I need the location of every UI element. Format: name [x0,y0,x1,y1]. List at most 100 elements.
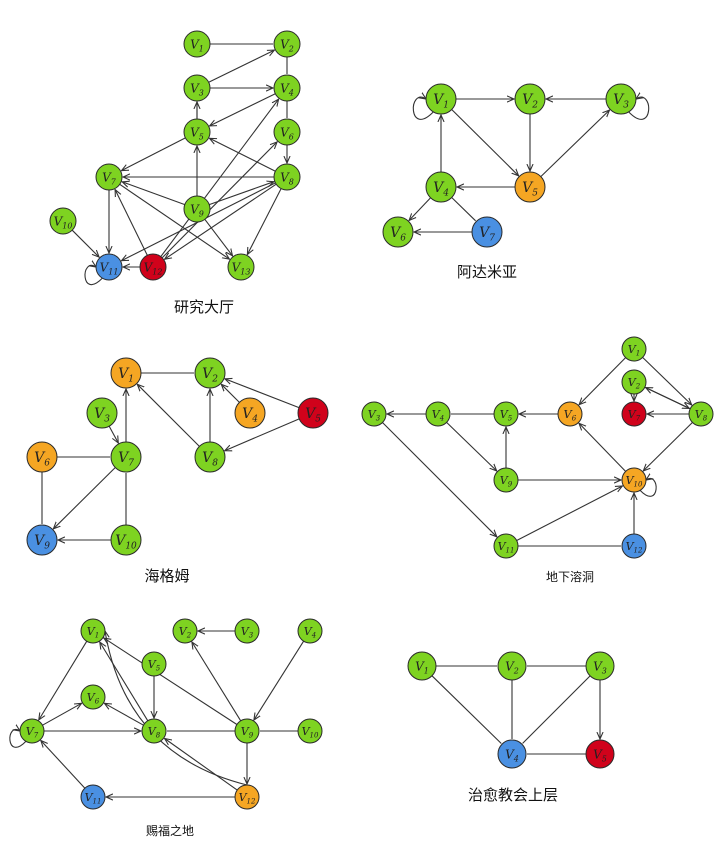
edge-g2-4-6 [409,197,431,221]
node-g4-9: V9 [493,467,519,493]
node-circle [425,83,457,115]
node-label: V7 [628,408,641,423]
node-circle [273,30,301,58]
node-g4-7: V7 [621,401,647,427]
node-label: V1 [433,92,449,111]
node-label: V4 [505,747,519,763]
node-g3-10: V10 [110,524,142,556]
node-g2-6: V6 [382,216,414,248]
node-g2-1: V1 [425,83,457,115]
node-circle [183,195,211,223]
node-g2-2: V2 [514,83,546,115]
node-circle [297,718,323,744]
node-circle [297,397,329,429]
node-label: V1 [87,625,99,640]
node-g6-1: V1 [407,651,437,681]
node-label: V10 [302,725,319,740]
node-circle [139,253,167,281]
node-circle [194,441,226,473]
node-label: V3 [190,81,204,97]
node-label: V12 [144,260,163,276]
self-loop-g5-7 [9,730,27,748]
edge-g5-1-7 [39,640,88,720]
node-circle [273,74,301,102]
edge-g3-5-8 [225,418,300,451]
node-label: V5 [500,408,513,423]
node-circle [605,83,637,115]
node-g5-5: V5 [141,651,167,677]
edge-g1-3-2 [208,50,275,83]
node-circle [382,216,414,248]
edge-g4-4-9 [446,422,497,471]
edge-g5-8-1 [100,642,149,722]
node-circle [493,401,519,427]
graph-title-g2: 阿达米亚 [457,263,517,281]
node-circle [110,441,142,473]
node-g2-5: V5 [514,171,546,203]
node-g3-5: V5 [297,397,329,429]
node-circle [514,171,546,203]
node-g5-8: V8 [141,718,167,744]
node-label: V8 [280,170,294,186]
edge-g5-9-1 [104,638,238,725]
node-label: V6 [390,225,406,244]
node-label: V9 [190,202,204,218]
node-label: V3 [593,659,607,675]
node-label: V9 [34,533,50,552]
node-label: V8 [148,725,161,740]
graph-g6 [431,665,600,755]
node-g3-4: V4 [234,397,266,429]
node-circle [110,357,142,389]
node-g6-3: V3 [585,651,615,681]
node-g3-7: V7 [110,441,142,473]
edge-g4-11-10 [516,486,623,541]
node-g1-11: V11 [95,253,123,281]
node-label: V5 [593,747,607,763]
node-label: V8 [695,408,708,423]
edge-g4-1-8 [642,357,692,405]
node-circle [80,618,106,644]
node-g1-1: V1 [183,30,211,58]
edge-g2-5-3 [540,110,610,177]
node-label: V7 [102,170,117,186]
node-circle [86,397,118,429]
node-label: V13 [232,260,251,276]
node-circle [49,207,77,235]
node-circle [297,618,323,644]
graph-g2 [409,97,650,232]
node-g5-1: V1 [80,618,106,644]
self-loop-g2-3 [628,97,650,120]
graph-g4 [382,357,693,547]
node-label: V5 [148,658,161,673]
edge-g2-1-5 [451,109,519,176]
node-label: V6 [34,450,50,469]
node-label: V3 [241,625,254,640]
node-label: V5 [522,180,538,199]
node-circle [688,401,714,427]
node-label: V2 [280,37,294,53]
node-g2-4: V4 [425,171,457,203]
node-label: V10 [626,474,643,489]
node-g5-3: V3 [234,618,260,644]
node-circle [183,74,211,102]
edge-g1-9-7 [122,182,185,206]
node-g3-2: V2 [194,357,226,389]
edge-g4-10-6 [579,423,626,472]
node-circle [585,651,615,681]
node-label: V2 [522,92,538,111]
node-label: V1 [415,659,429,675]
node-g4-5: V5 [493,401,519,427]
node-circle [80,684,106,710]
edge-g3-4-2 [221,384,240,403]
node-g4-1: V1 [621,336,647,362]
node-circle [621,336,647,362]
node-label: V12 [239,791,256,806]
node-label: V11 [498,540,515,555]
edge-g3-5-2 [225,379,300,409]
node-g3-1: V1 [110,357,142,389]
node-circle [493,533,519,559]
edge-g1-8-13 [247,188,282,255]
node-label: V4 [433,180,449,199]
node-label: V11 [85,791,102,806]
